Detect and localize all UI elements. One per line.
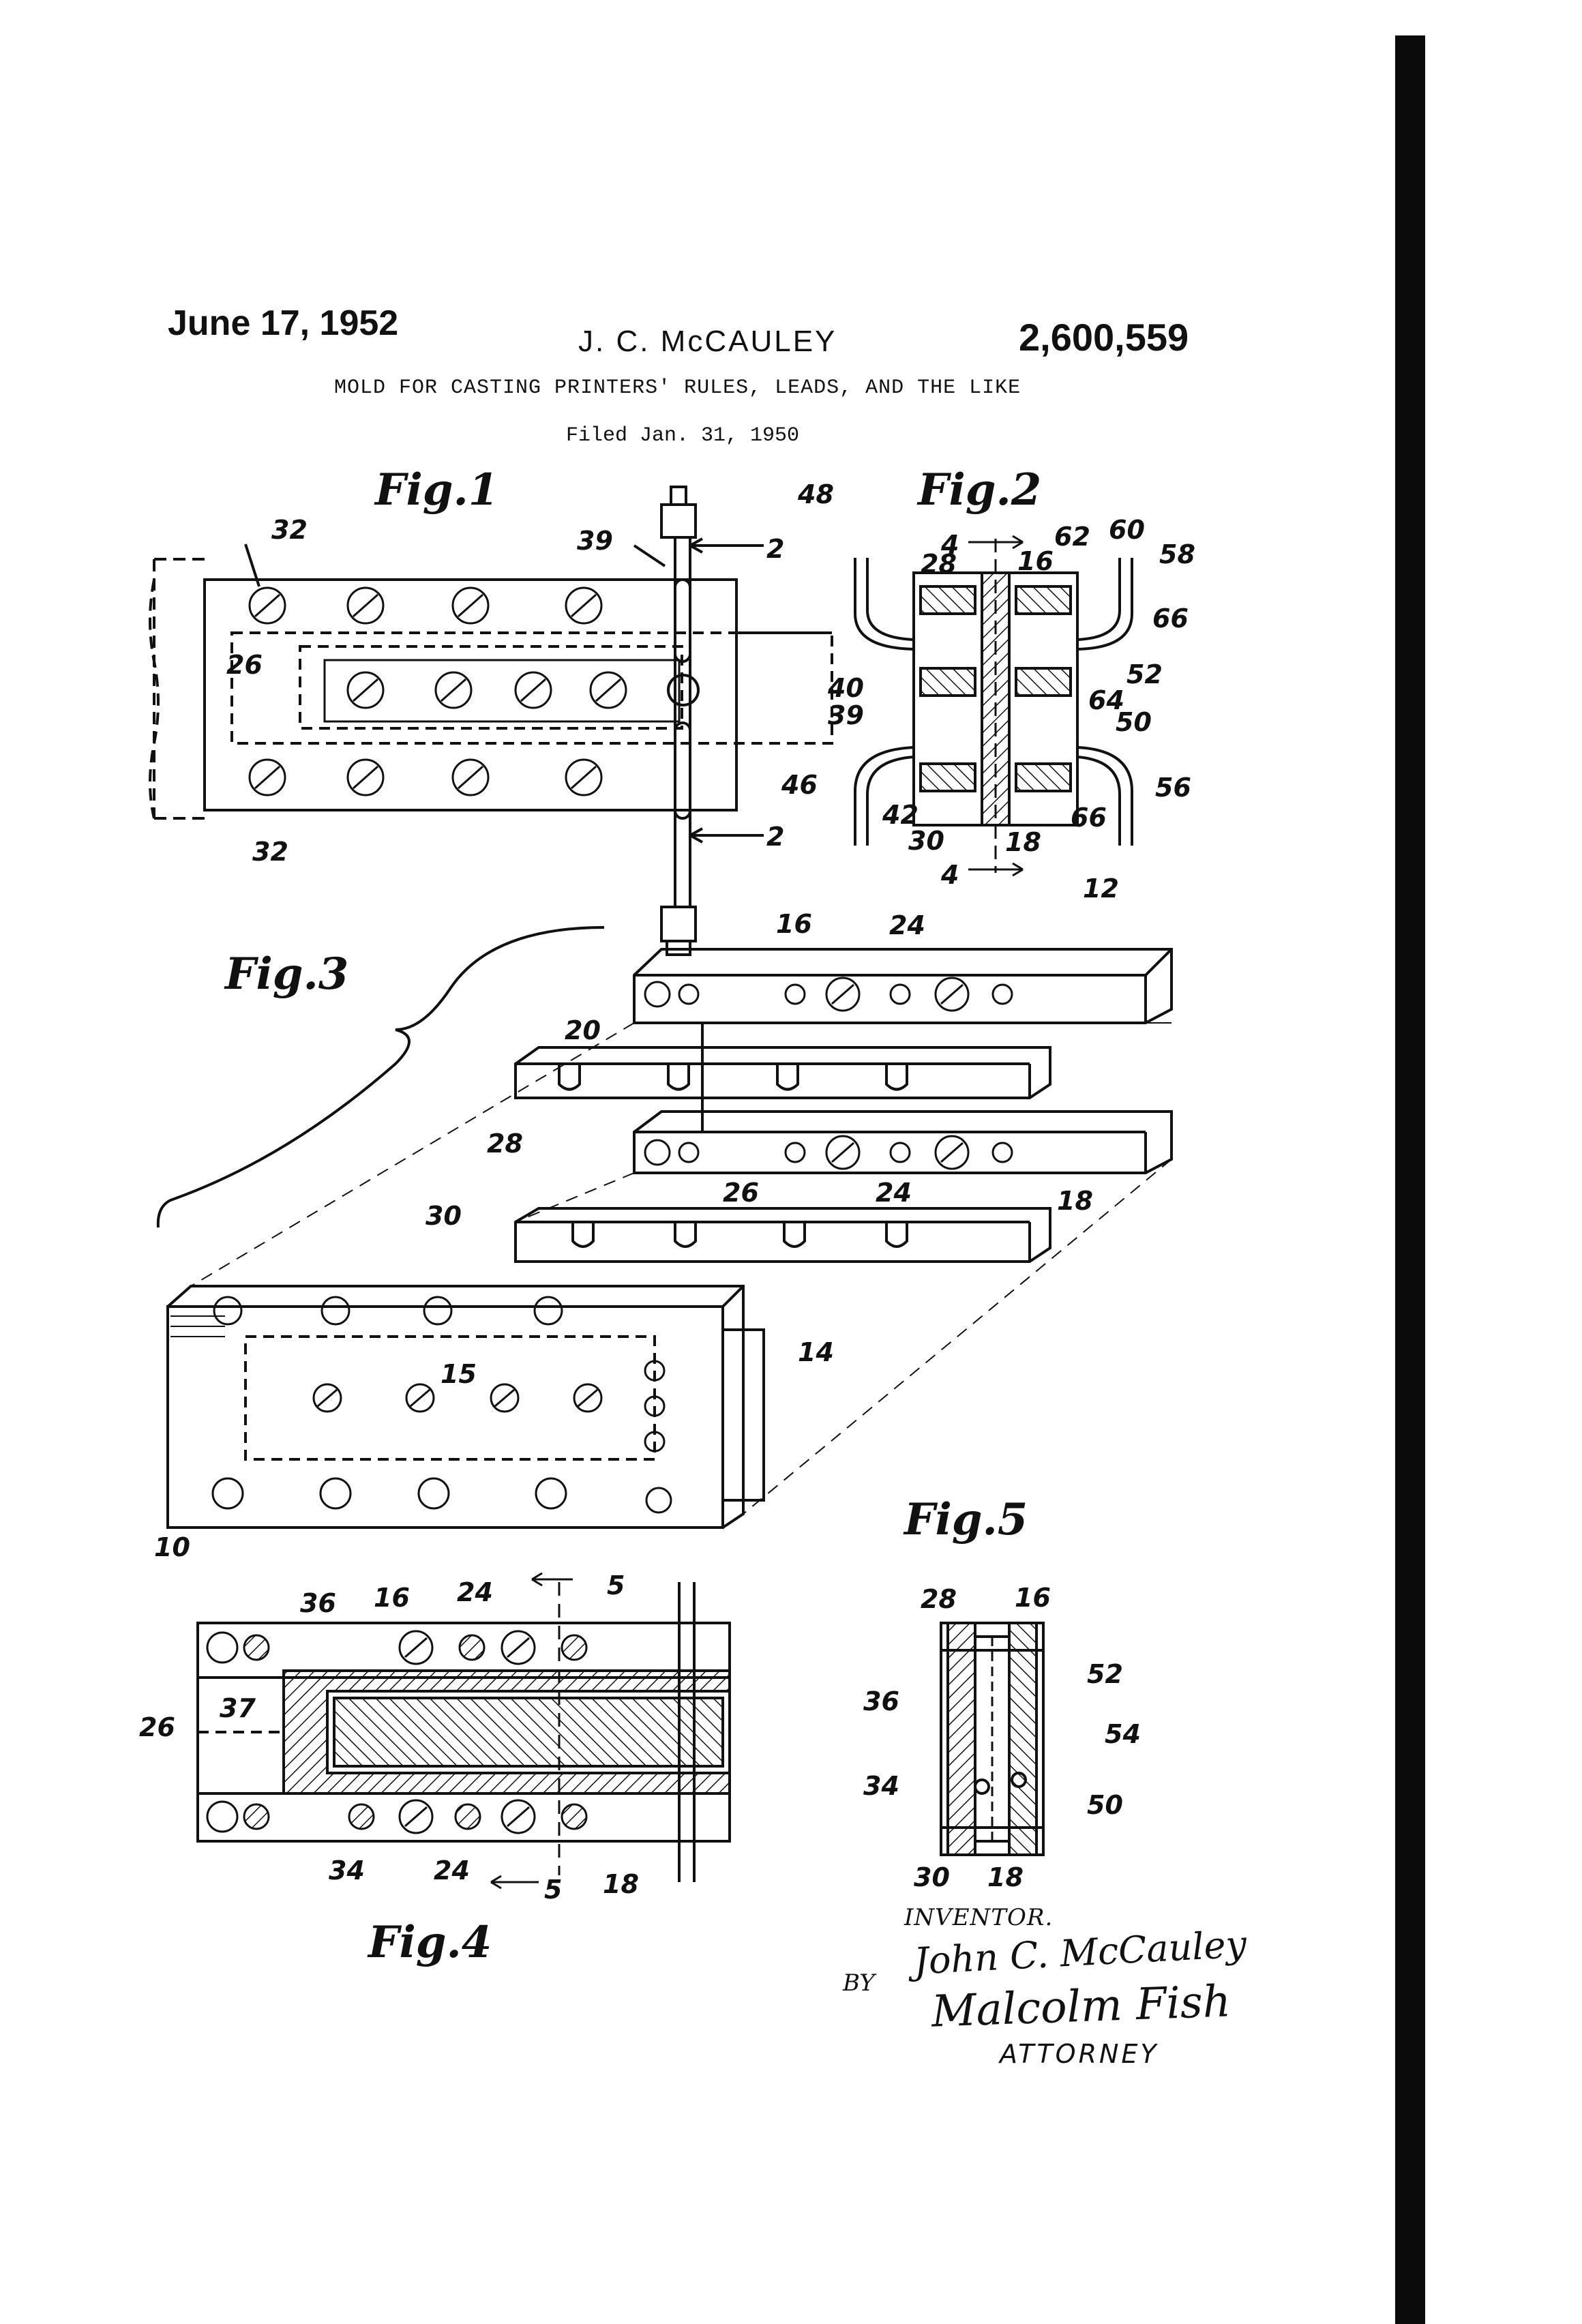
fig5-ref: 36 (863, 1686, 899, 1716)
fig2-ref: 4 (940, 860, 959, 890)
fig4-ref: 36 (300, 1588, 336, 1618)
fig2-ref: 66 (1152, 604, 1189, 634)
fig2-ref: 56 (1155, 773, 1191, 803)
fig3-ref: 12 (1083, 874, 1119, 904)
fig4-ref: 34 (329, 1856, 365, 1886)
fig2-ref: 18 (1005, 827, 1041, 857)
fig3-ref: 24 (876, 1178, 912, 1208)
fig2-ref: 39 (828, 700, 864, 730)
fig2-ref: 28 (921, 549, 957, 579)
fig4-ref: 37 (220, 1693, 256, 1723)
fig4-ref: 5 (544, 1875, 562, 1905)
fig5-ref: 52 (1087, 1659, 1123, 1689)
fig2-label: Fig.2 (916, 464, 1041, 516)
fig2-ref: 66 (1071, 803, 1107, 833)
fig3-ref: 20 (565, 1015, 601, 1045)
fig2-ref: 62 (1054, 522, 1090, 552)
fig4-ref: 26 (139, 1712, 175, 1742)
fig1-ref: 2 (766, 534, 784, 564)
fig3-ref: 24 (889, 910, 925, 940)
fig3-ref: 28 (487, 1129, 523, 1159)
fig2-ref: 52 (1126, 659, 1163, 689)
fig4-ref: 24 (457, 1577, 493, 1607)
fig2-ref: 50 (1116, 707, 1152, 737)
fig3-upper-bar-28 (516, 1047, 1050, 1098)
figure-5 (941, 1623, 1043, 1855)
figure-3 (158, 927, 1171, 1528)
figure-4 (198, 1573, 730, 1888)
fig4-ref: 18 (603, 1869, 639, 1899)
fig1-label: Fig.1 (374, 464, 498, 516)
fig5-ref: 54 (1105, 1719, 1141, 1749)
fig4-ref: 5 (607, 1570, 625, 1600)
fig1-ref: 32 (271, 515, 308, 545)
fig3-base-block-10 (168, 1286, 764, 1528)
by-label: BY (843, 1969, 875, 1997)
fig4-ref: 24 (434, 1856, 470, 1886)
fig1-ref: 26 (226, 650, 263, 680)
attorney-signature: Malcolm Fish (931, 1976, 1232, 2037)
fig4-ref: 16 (374, 1583, 410, 1613)
fig1-ref: 39 (577, 526, 613, 556)
fig1-ref: 2 (766, 822, 784, 852)
fig3-lower-bar-30 (516, 1208, 1050, 1262)
fig3-ref: 14 (798, 1337, 834, 1367)
fig1-screws (250, 588, 626, 795)
fig1-section-arrows (690, 539, 764, 842)
fig5-ref: 16 (1015, 1583, 1051, 1613)
fig3-upper-plate (634, 949, 1171, 1173)
figure-1 (150, 487, 832, 955)
fig3-ref: 16 (776, 909, 812, 939)
fig3-label: Fig.3 (224, 949, 348, 1000)
fig2-ref: 40 (827, 673, 864, 703)
fig2-ref: 48 (797, 479, 834, 509)
fig5-label: Fig.5 (903, 1494, 1028, 1545)
fig2-ref: 16 (1017, 546, 1054, 576)
fig5-ref: 34 (863, 1771, 899, 1801)
fig3-ref: 26 (723, 1178, 759, 1208)
fig1-ref: 32 (252, 837, 288, 867)
inventor-label: INVENTOR. (904, 1904, 1053, 1931)
fig3-ref: 30 (426, 1201, 462, 1231)
fig5-ref: 30 (914, 1862, 950, 1892)
fig5-ref: 18 (987, 1862, 1024, 1892)
fig5-ref: 28 (921, 1584, 957, 1614)
fig2-ref: 30 (908, 826, 944, 856)
fig2-ref: 58 (1159, 539, 1195, 569)
fig5-ref: 50 (1087, 1790, 1123, 1820)
fig4-label: Fig.4 (367, 1917, 492, 1968)
fig2-ref: 46 (781, 770, 818, 800)
fig3-ref: 10 (154, 1532, 190, 1562)
fig3-ref: 18 (1057, 1186, 1093, 1216)
fig3-ref: 15 (441, 1359, 477, 1389)
attorney-label: ATTORNEY (1000, 2039, 1159, 2069)
fig2-ref: 60 (1109, 515, 1145, 545)
